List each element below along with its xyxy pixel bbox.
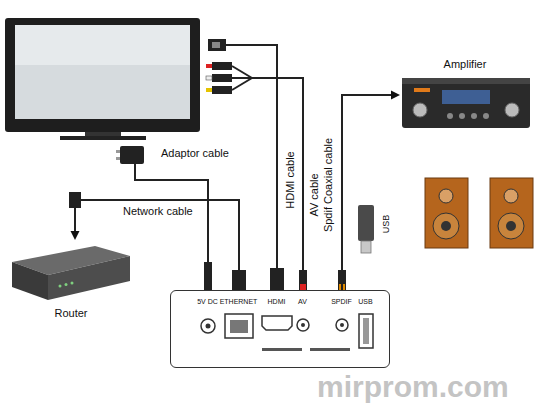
router-drawing <box>12 262 48 300</box>
tv-plugs <box>206 76 212 80</box>
adaptor <box>116 157 120 160</box>
port-label: AV <box>298 298 307 306</box>
port-label: HDMI <box>268 298 286 306</box>
box-ports <box>225 314 253 338</box>
adaptor <box>120 146 144 164</box>
amplifier-drawing <box>471 113 477 119</box>
cable-label: Adaptor cable <box>160 147 230 160</box>
tv-set <box>5 18 200 140</box>
tv-plugs <box>212 42 220 48</box>
amplifier-drawing <box>483 113 489 119</box>
box-ports <box>171 291 389 367</box>
box-ports <box>262 348 302 351</box>
amplifier-drawing <box>505 103 519 117</box>
box-ports <box>363 318 369 344</box>
tv-set <box>85 132 121 136</box>
tv-plugs <box>206 39 232 94</box>
amplifier-drawing <box>413 103 427 117</box>
router-drawing <box>71 282 74 285</box>
speakers <box>490 178 533 248</box>
router-drawing <box>59 285 62 288</box>
tv-plugs <box>208 39 226 51</box>
cable-connector <box>71 200 240 290</box>
box-ports <box>336 319 348 331</box>
tv-plugs <box>212 74 232 82</box>
tv-plugs <box>212 86 232 94</box>
box-ports <box>359 314 373 348</box>
box-plugs <box>204 262 212 290</box>
port-label: ETHERNET <box>220 298 258 306</box>
cable-connector <box>342 91 400 291</box>
amplifier-node: Amplifier <box>400 58 530 130</box>
speakers <box>498 213 524 239</box>
tv-set <box>15 25 190 65</box>
cable-label: Network cable <box>122 205 194 218</box>
router-drawing <box>65 283 68 286</box>
amplifier-drawing <box>402 78 530 128</box>
speakers <box>425 178 468 248</box>
arrow-head <box>71 231 80 240</box>
network-plug <box>69 192 246 290</box>
device-label: Router <box>54 307 87 320</box>
tv-set <box>60 136 146 140</box>
router-drawing <box>12 246 130 300</box>
usb-stick <box>358 205 374 253</box>
tv-plugs <box>206 88 212 92</box>
tv-plugs <box>206 64 212 68</box>
port-label: USB <box>381 214 391 235</box>
media-box: 5V DCETHERNET HDMI AV SPDIF USB <box>170 290 390 368</box>
cable-label: AV cable <box>308 172 321 217</box>
box-plugs <box>204 262 346 290</box>
tv-set <box>5 18 200 132</box>
box-ports <box>310 348 350 351</box>
router-drawing <box>48 256 130 300</box>
watermark: mirprom.com <box>316 370 510 405</box>
box-ports <box>340 323 344 327</box>
cable-label: Spdif Coaxial cable <box>322 137 335 233</box>
arrow-head <box>391 91 400 100</box>
port-label: USB <box>358 298 372 306</box>
speakers <box>441 221 451 231</box>
speakers <box>504 189 518 203</box>
speakers <box>433 213 459 239</box>
box-ports <box>297 319 309 331</box>
cable-label: HDMI cable <box>284 150 297 209</box>
cable-line <box>342 95 391 290</box>
av-wire <box>232 66 303 270</box>
speakers <box>425 178 533 248</box>
router-node: Router <box>10 240 132 320</box>
av-wire <box>252 78 303 270</box>
port-label: SPDIF <box>331 298 352 306</box>
amplifier-drawing <box>402 78 530 84</box>
usb-stick <box>358 205 374 241</box>
box-plugs <box>299 270 307 290</box>
amplifier-drawing <box>447 113 453 119</box>
box-ports <box>301 323 305 327</box>
amplifier-drawing <box>414 88 430 92</box>
av-wire <box>232 78 252 90</box>
box-ports <box>171 291 389 367</box>
box-ports <box>201 319 215 333</box>
amplifier-drawing <box>402 78 530 128</box>
device-label: Amplifier <box>444 58 487 71</box>
usb-stick <box>361 241 371 253</box>
amplifier-drawing <box>459 113 465 119</box>
speakers <box>439 189 453 203</box>
amplifier-drawing <box>442 90 490 104</box>
adaptor <box>116 150 120 153</box>
box-ports <box>206 324 211 329</box>
cable-line <box>75 200 239 290</box>
speakers <box>506 221 516 231</box>
tv-plugs <box>212 62 232 70</box>
av-wire <box>232 66 252 78</box>
box-ports <box>262 316 292 330</box>
port-label: 5V DC <box>197 298 218 306</box>
box-ports <box>230 320 248 333</box>
box-plugs <box>270 268 284 290</box>
adaptor <box>116 146 208 262</box>
tv-set <box>15 25 190 119</box>
